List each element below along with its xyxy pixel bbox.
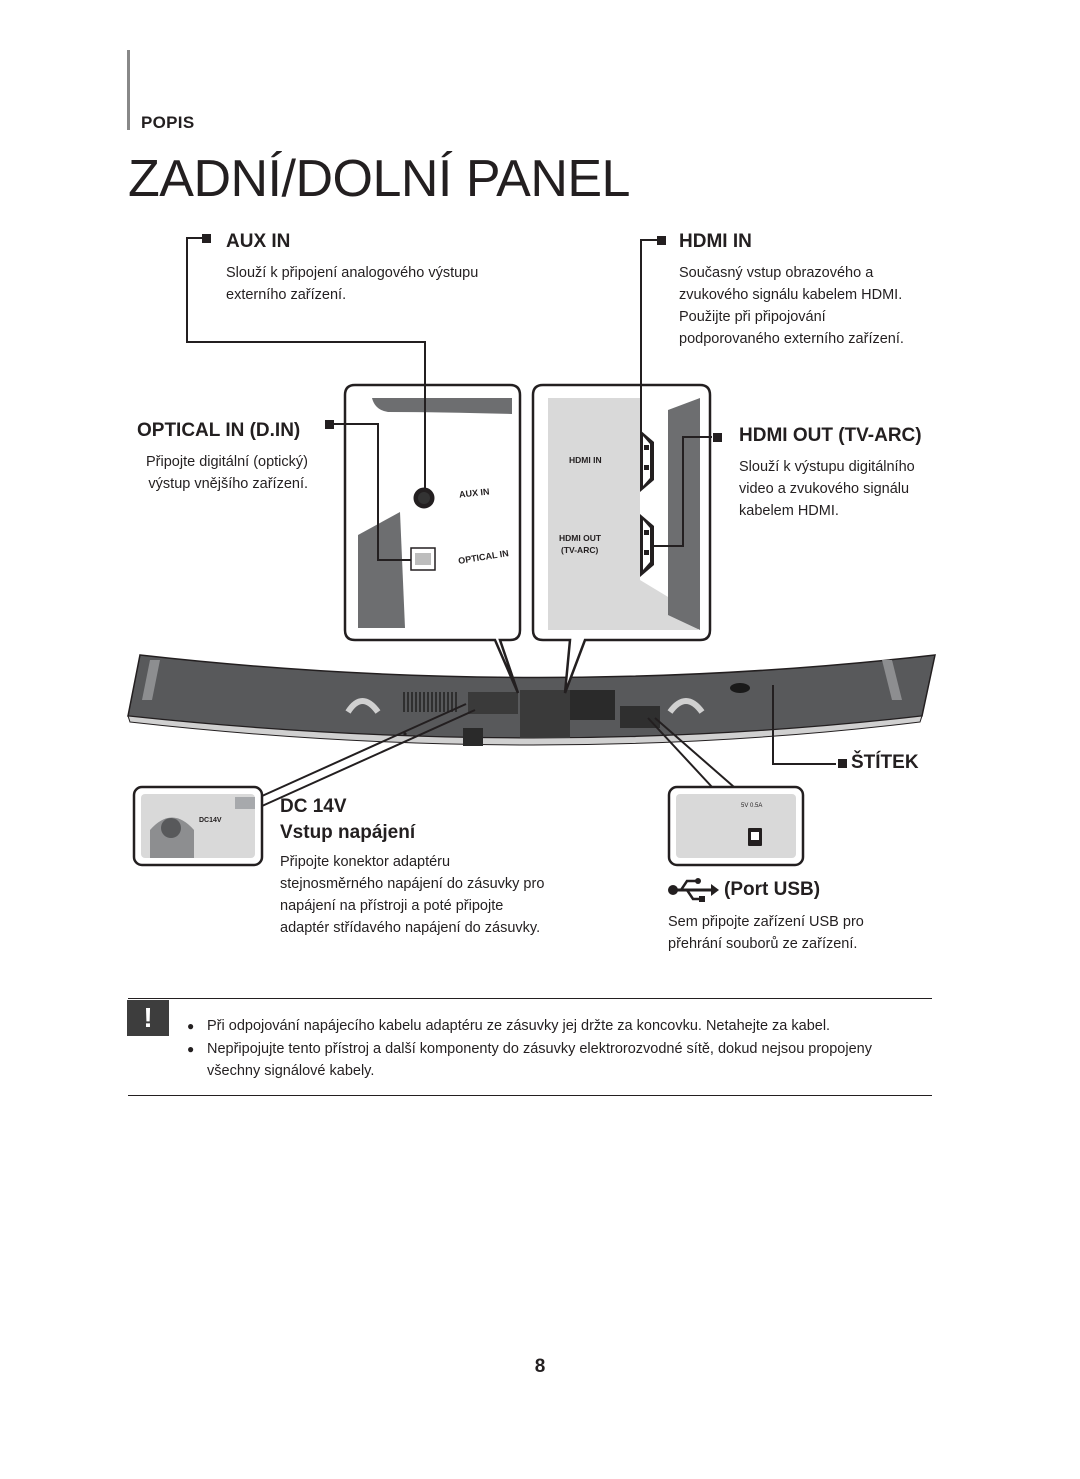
hdmi-in-desc-line: Současný vstup obrazového a xyxy=(679,265,874,281)
hdmi-in-desc: Současný vstup obrazového a zvukového si… xyxy=(679,262,939,350)
hdmi-in-title: HDMI IN xyxy=(679,231,752,252)
hdmi-out-desc-line: video a zvukového signálu xyxy=(739,481,910,497)
dc-desc-line: stejnosměrného napájení do zásuvky pro xyxy=(280,876,545,892)
aux-in-desc-line: Slouží k připojení analogového výstupu xyxy=(226,265,479,281)
device-label-hdmi-out: HDMI OUT xyxy=(559,533,602,543)
usb-desc-line: přehrání souborů ze zařízení. xyxy=(668,936,858,952)
dc-desc-line: adaptér střídavého napájení do zásuvky. xyxy=(280,920,541,936)
usb-desc: Sem připojte zařízení USB pro přehrání s… xyxy=(668,911,908,955)
hdmi-out-title: HDMI OUT (TV-ARC) xyxy=(739,425,922,446)
hdmi-in-desc-line: Použijte při připojování xyxy=(679,309,826,325)
zoom-dc xyxy=(132,785,264,867)
optical-in-desc-line: výstup vnějšího zařízení. xyxy=(148,476,308,492)
dc-desc-line: napájení na přístroji a poté připojte xyxy=(280,898,504,914)
section-label: POPIS xyxy=(141,113,195,132)
notes-list: Při odpojování napájecího kabelu adaptér… xyxy=(187,1015,917,1083)
note-item: Nepřipojujte tento přístroj a další komp… xyxy=(187,1038,917,1082)
device-label-tv-arc: (TV-ARC) xyxy=(561,545,599,555)
device-label-usb-rating: 5V 0.5A xyxy=(741,803,763,809)
zoom-hdmi xyxy=(531,383,712,694)
optical-in-title: OPTICAL IN (D.IN) xyxy=(137,420,301,441)
dc-desc-line: Připojte konektor adaptéru xyxy=(280,854,451,870)
device-label-hdmi-in: HDMI IN xyxy=(569,455,602,465)
dc-title: DC 14V xyxy=(280,796,347,817)
stitek-title: ŠTÍTEK xyxy=(851,752,919,773)
note-item: Při odpojování napájecího kabelu adaptér… xyxy=(187,1015,917,1037)
page-title: ZADNÍ/DOLNÍ PANEL xyxy=(128,150,630,208)
notes-box xyxy=(128,998,932,1096)
usb-desc-line: Sem připojte zařízení USB pro xyxy=(668,914,864,930)
aux-in-desc-line: externího zařízení. xyxy=(226,287,347,303)
hdmi-out-desc-line: kabelem HDMI. xyxy=(739,503,839,519)
zoom-usb xyxy=(667,785,805,867)
rear-panel-diagram xyxy=(127,234,936,867)
hdmi-out-desc-line: Slouží k výstupu digitálního xyxy=(739,459,915,475)
usb-title: (Port USB) xyxy=(724,879,821,900)
device-label-dc14v: DC14V xyxy=(199,817,222,824)
dc-subtitle: Vstup napájení xyxy=(280,822,416,843)
page-number: 8 xyxy=(534,1356,546,1377)
side-bar xyxy=(127,50,130,130)
usb-icon xyxy=(668,878,719,902)
soundbar-body xyxy=(127,654,936,746)
dc-desc: Připojte konektor adaptéru stejnosměrnéh… xyxy=(280,851,580,939)
optical-in-desc: Připojte digitální (optický) výstup vněj… xyxy=(110,451,308,495)
hdmi-in-desc-line: podporovaného externího zařízení. xyxy=(679,331,904,347)
hdmi-in-desc-line: zvukového signálu kabelem HDMI. xyxy=(679,287,903,303)
hdmi-out-desc: Slouží k výstupu digitálního video a zvu… xyxy=(739,456,939,522)
zoom-aux-optical xyxy=(343,383,522,694)
optical-in-desc-line: Připojte digitální (optický) xyxy=(146,454,308,470)
warning-icon: ! xyxy=(127,1000,169,1036)
aux-in-desc: Slouží k připojení analogového výstupu e… xyxy=(226,262,526,306)
aux-in-title: AUX IN xyxy=(226,231,291,252)
